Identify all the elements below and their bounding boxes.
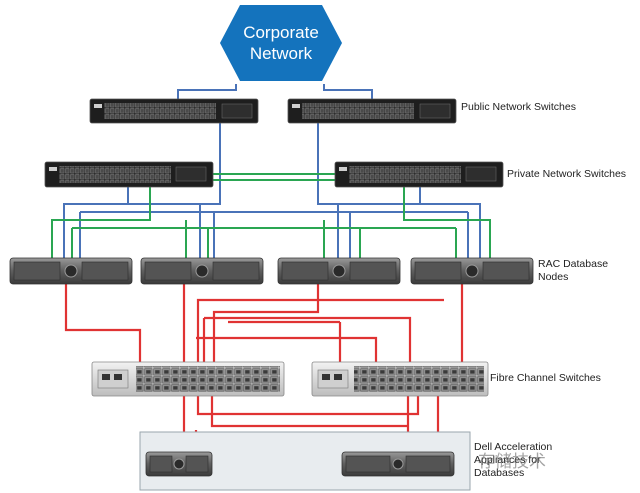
fc-switch-left — [91, 361, 285, 397]
private-network-links — [51, 173, 491, 258]
corporate-network-line1: Corporate — [243, 23, 319, 42]
appliance-label-line3: Databases — [474, 467, 525, 479]
public-switch-left — [89, 98, 259, 124]
appliance-label-line1: Dell Acceleration — [474, 441, 553, 453]
rac-node-2 — [140, 257, 264, 285]
private-switch-left — [44, 161, 214, 188]
link-corp-to-public-right — [323, 84, 373, 99]
fc-switch-right — [311, 361, 489, 397]
link-cross-1 — [204, 316, 412, 362]
rac-node-4 — [410, 257, 534, 285]
public-switches-label: Public Network Switches — [461, 101, 576, 113]
link-fc-left-down-b — [196, 396, 420, 416]
link-rac1-fc — [64, 284, 142, 362]
acceleration-appliance-2 — [341, 451, 455, 477]
link-cross-2 — [196, 336, 378, 362]
private-switches-label: Private Network Switches — [507, 168, 627, 180]
rac-node-1 — [9, 257, 133, 285]
fc-switches-label: Fibre Channel Switches — [490, 372, 601, 384]
private-switch-right — [334, 161, 504, 188]
rac-node-3 — [277, 257, 401, 285]
public-switch-right — [287, 98, 457, 124]
corporate-network-node — [220, 5, 342, 81]
link-fc-left-down-c — [210, 396, 408, 428]
acceleration-appliance-1 — [145, 451, 213, 477]
corporate-network-label: Corporate Network — [222, 22, 340, 64]
corporate-network-line2: Network — [249, 44, 313, 63]
link-corp-to-public-left — [177, 84, 237, 99]
link-private-left-down — [51, 187, 151, 258]
appliance-label-line2: Appliances for — [474, 454, 541, 466]
link-rac4-fc-b — [196, 298, 444, 362]
link-public-right-down — [317, 122, 481, 258]
link-public-left-down — [63, 122, 221, 258]
rac-nodes-label-line1: RAC Database — [538, 258, 609, 270]
link-private-right-down — [403, 187, 491, 258]
rac-nodes-label-line2: Nodes — [538, 271, 569, 283]
watermark-text: 存储技术 — [478, 452, 546, 471]
